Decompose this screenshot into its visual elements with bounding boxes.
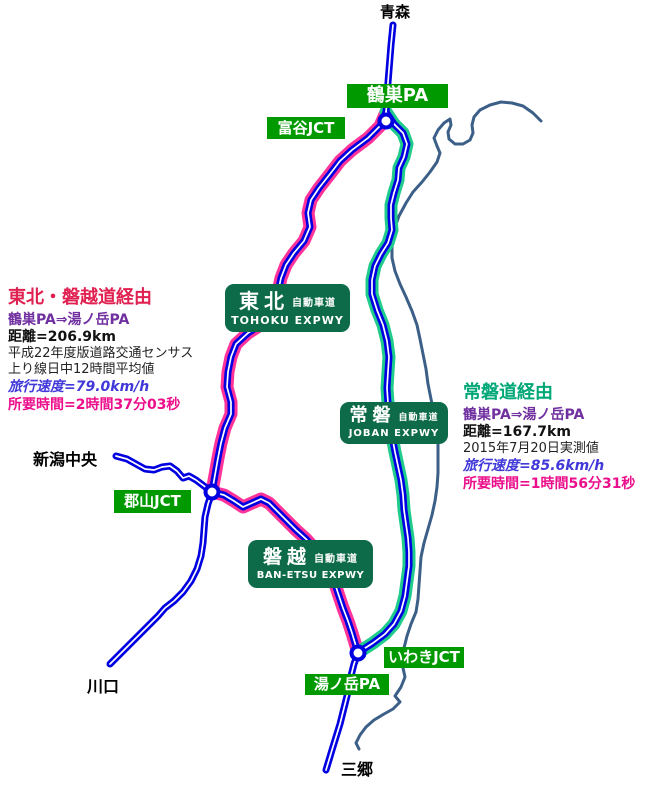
shield-joban-name: 常磐 自動車道 bbox=[349, 407, 438, 425]
route-section: 鶴巣PA⇒湯ノ岳PA bbox=[463, 407, 585, 423]
route-note-2: 上り線日中12時間平均値 bbox=[8, 362, 155, 377]
junction-node-tomiya bbox=[377, 112, 395, 130]
junction-node-iwaki bbox=[349, 644, 367, 662]
city-label-niigata-chuo: 新潟中央 bbox=[33, 450, 98, 469]
route-note-1: 平成22年度版道路交通センサス bbox=[8, 346, 194, 361]
station-label-yunodake-pa: 湯ノ岳PA bbox=[305, 674, 389, 695]
route-section: 鶴巣PA⇒湯ノ岳PA bbox=[8, 312, 130, 328]
shield-kanji: 東北 bbox=[239, 288, 289, 313]
city-label-aomori: 青森 bbox=[380, 3, 411, 21]
shield-tohoku-expwy: 東北 自動車道 TOHOKU EXPWY bbox=[225, 284, 350, 332]
station-label-iwaki-jct: いわきJCT bbox=[384, 647, 464, 668]
route-distance: 距離=167.7km bbox=[463, 424, 571, 440]
station-label-tsurusu-pa: 鶴巣PA bbox=[347, 84, 448, 108]
shield-tohoku-name: 東北 自動車道 bbox=[239, 291, 336, 311]
route-note-1: 2015年7月20日実測値 bbox=[463, 441, 599, 456]
station-label-tomiya-jct: 富谷JCT bbox=[267, 117, 345, 139]
route-distance: 距離=206.9km bbox=[8, 329, 116, 345]
route-duration: 所要時間=1時間56分31秒 bbox=[463, 476, 636, 492]
shield-joban-expwy: 常磐 自動車道 JOBAN EXPWY bbox=[340, 402, 448, 444]
shield-romaji: TOHOKU EXPWY bbox=[231, 313, 344, 327]
road-to-kawaguchi bbox=[110, 492, 212, 664]
shield-banetsu-expwy: 磐越 自動車道 BAN-ETSU EXPWY bbox=[248, 540, 373, 588]
route-speed: 旅行速度=79.0km/h bbox=[8, 379, 150, 395]
shield-romaji: BAN-ETSU EXPWY bbox=[256, 569, 365, 581]
shield-romaji: JOBAN EXPWY bbox=[348, 428, 440, 439]
centerline bbox=[115, 455, 213, 493]
centerline bbox=[109, 491, 213, 665]
shield-kanji: 常磐 bbox=[349, 405, 396, 426]
city-label-kawaguchi: 川口 bbox=[87, 677, 120, 696]
route-info-tohoku-banetsu: 東北・磐越道経由 鶴巣PA⇒湯ノ岳PA 距離=206.9km 平成22年度版道路… bbox=[8, 286, 193, 414]
shield-suffix: 自動車道 bbox=[292, 297, 336, 309]
shield-suffix: 自動車道 bbox=[398, 413, 439, 423]
shield-suffix: 自動車道 bbox=[314, 553, 358, 565]
route-info-joban: 常磐道経由 鶴巣PA⇒湯ノ岳PA 距離=167.7km 2015年7月20日実測… bbox=[463, 381, 635, 493]
shield-kanji: 磐越 bbox=[262, 545, 311, 568]
route-duration: 所要時間=2時間37分03秒 bbox=[8, 397, 181, 413]
station-label-koriyama-jct: 郡山JCT bbox=[114, 490, 191, 513]
shield-banetsu-name: 磐越 自動車道 bbox=[262, 545, 358, 568]
junction-node-koriyama bbox=[203, 483, 221, 501]
route-title: 東北・磐越道経由 bbox=[8, 287, 152, 308]
route-speed: 旅行速度=85.6km/h bbox=[463, 458, 605, 474]
route-title: 常磐道経由 bbox=[463, 382, 553, 403]
city-label-misato: 三郷 bbox=[341, 760, 374, 779]
